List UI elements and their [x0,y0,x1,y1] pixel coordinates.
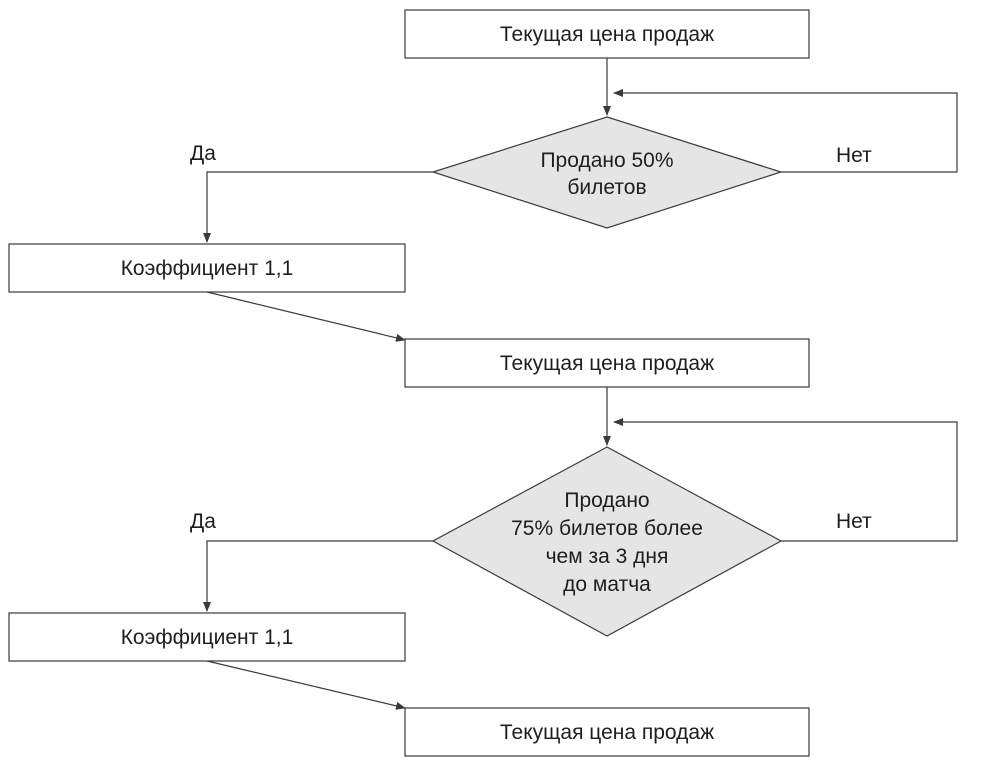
decision-label-sold-50-line-2: билетов [567,176,646,199]
process-label-current-price-2: Текущая цена продаж [500,352,714,375]
process-label-coefficient-2: Коэффициент 1,1 [121,626,294,649]
edge-label-no-2: Нет [836,510,872,533]
edge-coef2-to-price3 [206,660,406,710]
process-box-coefficient-2 [8,612,406,662]
process-box-current-price-3 [404,707,810,757]
edge-label-yes-2: Да [190,510,216,533]
process-label-coefficient-1: Коэффициент 1,1 [121,257,294,280]
process-box-current-price-2 [404,338,810,388]
decision-diamond-sold-50 [431,116,783,229]
decision-diamond-sold-75 [431,446,783,637]
decision-label-sold-75-line-2: 75% билетов более [511,517,703,540]
edge-decision2-yes [203,540,433,612]
edge-decision1-yes [203,171,433,243]
decision-label-sold-50-line-1: Продано 50% [540,149,673,172]
decision-label-sold-75-line-4: до матча [563,573,651,596]
process-box-current-price-1 [404,9,810,59]
process-label-current-price-1: Текущая цена продаж [500,23,714,46]
edge-coef1-to-price2 [206,291,406,342]
decision-label-sold-75-line-1: Продано [564,489,649,512]
edge-label-no-1: Нет [836,144,872,167]
decision-label-sold-75-line-3: чем за 3 дня [546,545,669,568]
edge-decision1-no-loop [613,89,958,173]
edge-decision2-no-loop [613,418,958,542]
process-label-current-price-3: Текущая цена продаж [500,721,714,744]
edge-label-yes-1: Да [190,142,216,165]
process-box-coefficient-1 [8,243,406,293]
